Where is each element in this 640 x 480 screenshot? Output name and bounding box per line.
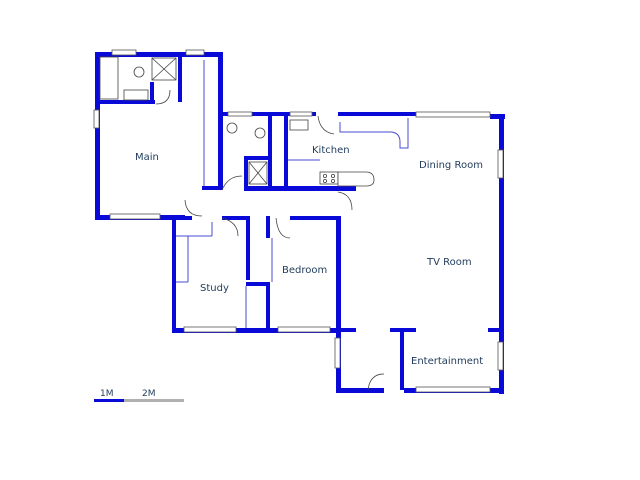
scale-bar: 1M 2M [94, 389, 184, 402]
windows [93, 49, 504, 393]
window-study [183, 326, 237, 333]
window-entertainment [415, 386, 491, 393]
window-main-bottom [109, 213, 161, 220]
window-main-left [93, 109, 100, 129]
toilet-2 [254, 127, 266, 139]
scale-bar-segment-2 [124, 399, 184, 402]
basin [226, 122, 238, 134]
vanity [123, 89, 149, 101]
room-label-main: Main [135, 152, 159, 163]
stove-burner [330, 173, 335, 178]
room-labels: Main Kitchen Dining Room TV Room Study B… [135, 145, 483, 367]
window-dining-right [497, 149, 504, 179]
window-dining [415, 111, 491, 118]
room-label-study: Study [200, 283, 229, 294]
room-label-kitchen: Kitchen [312, 145, 350, 156]
window-bath [227, 111, 253, 117]
bathtub [99, 56, 119, 100]
kitchen-counter [337, 171, 375, 187]
stove-burner [322, 178, 327, 183]
window-main-top [111, 49, 137, 56]
room-label-tv-room: TV Room [426, 257, 472, 268]
window-bedroom [277, 326, 331, 333]
room-label-bedroom: Bedroom [282, 265, 327, 276]
walls [95, 52, 505, 394]
stove-burner [322, 173, 327, 178]
window-entrance [334, 337, 341, 369]
room-label-entertainment: Entertainment [411, 356, 483, 367]
window-kitchen [289, 111, 313, 117]
scale-label-2m: 2M [142, 389, 156, 399]
window-entertainment-right [497, 341, 504, 371]
scale-bar-segment-1 [94, 399, 124, 402]
scale-label-1m: 1M [100, 389, 114, 399]
fixtures [99, 56, 375, 187]
stove [319, 171, 339, 185]
kitchen-sink [289, 119, 309, 131]
room-label-dining-room: Dining Room [419, 160, 483, 171]
window-main-top-2 [185, 49, 205, 56]
door-swings [155, 89, 385, 391]
thin-partitions [176, 60, 409, 328]
stove-burner [330, 178, 335, 183]
toilet [133, 66, 145, 78]
